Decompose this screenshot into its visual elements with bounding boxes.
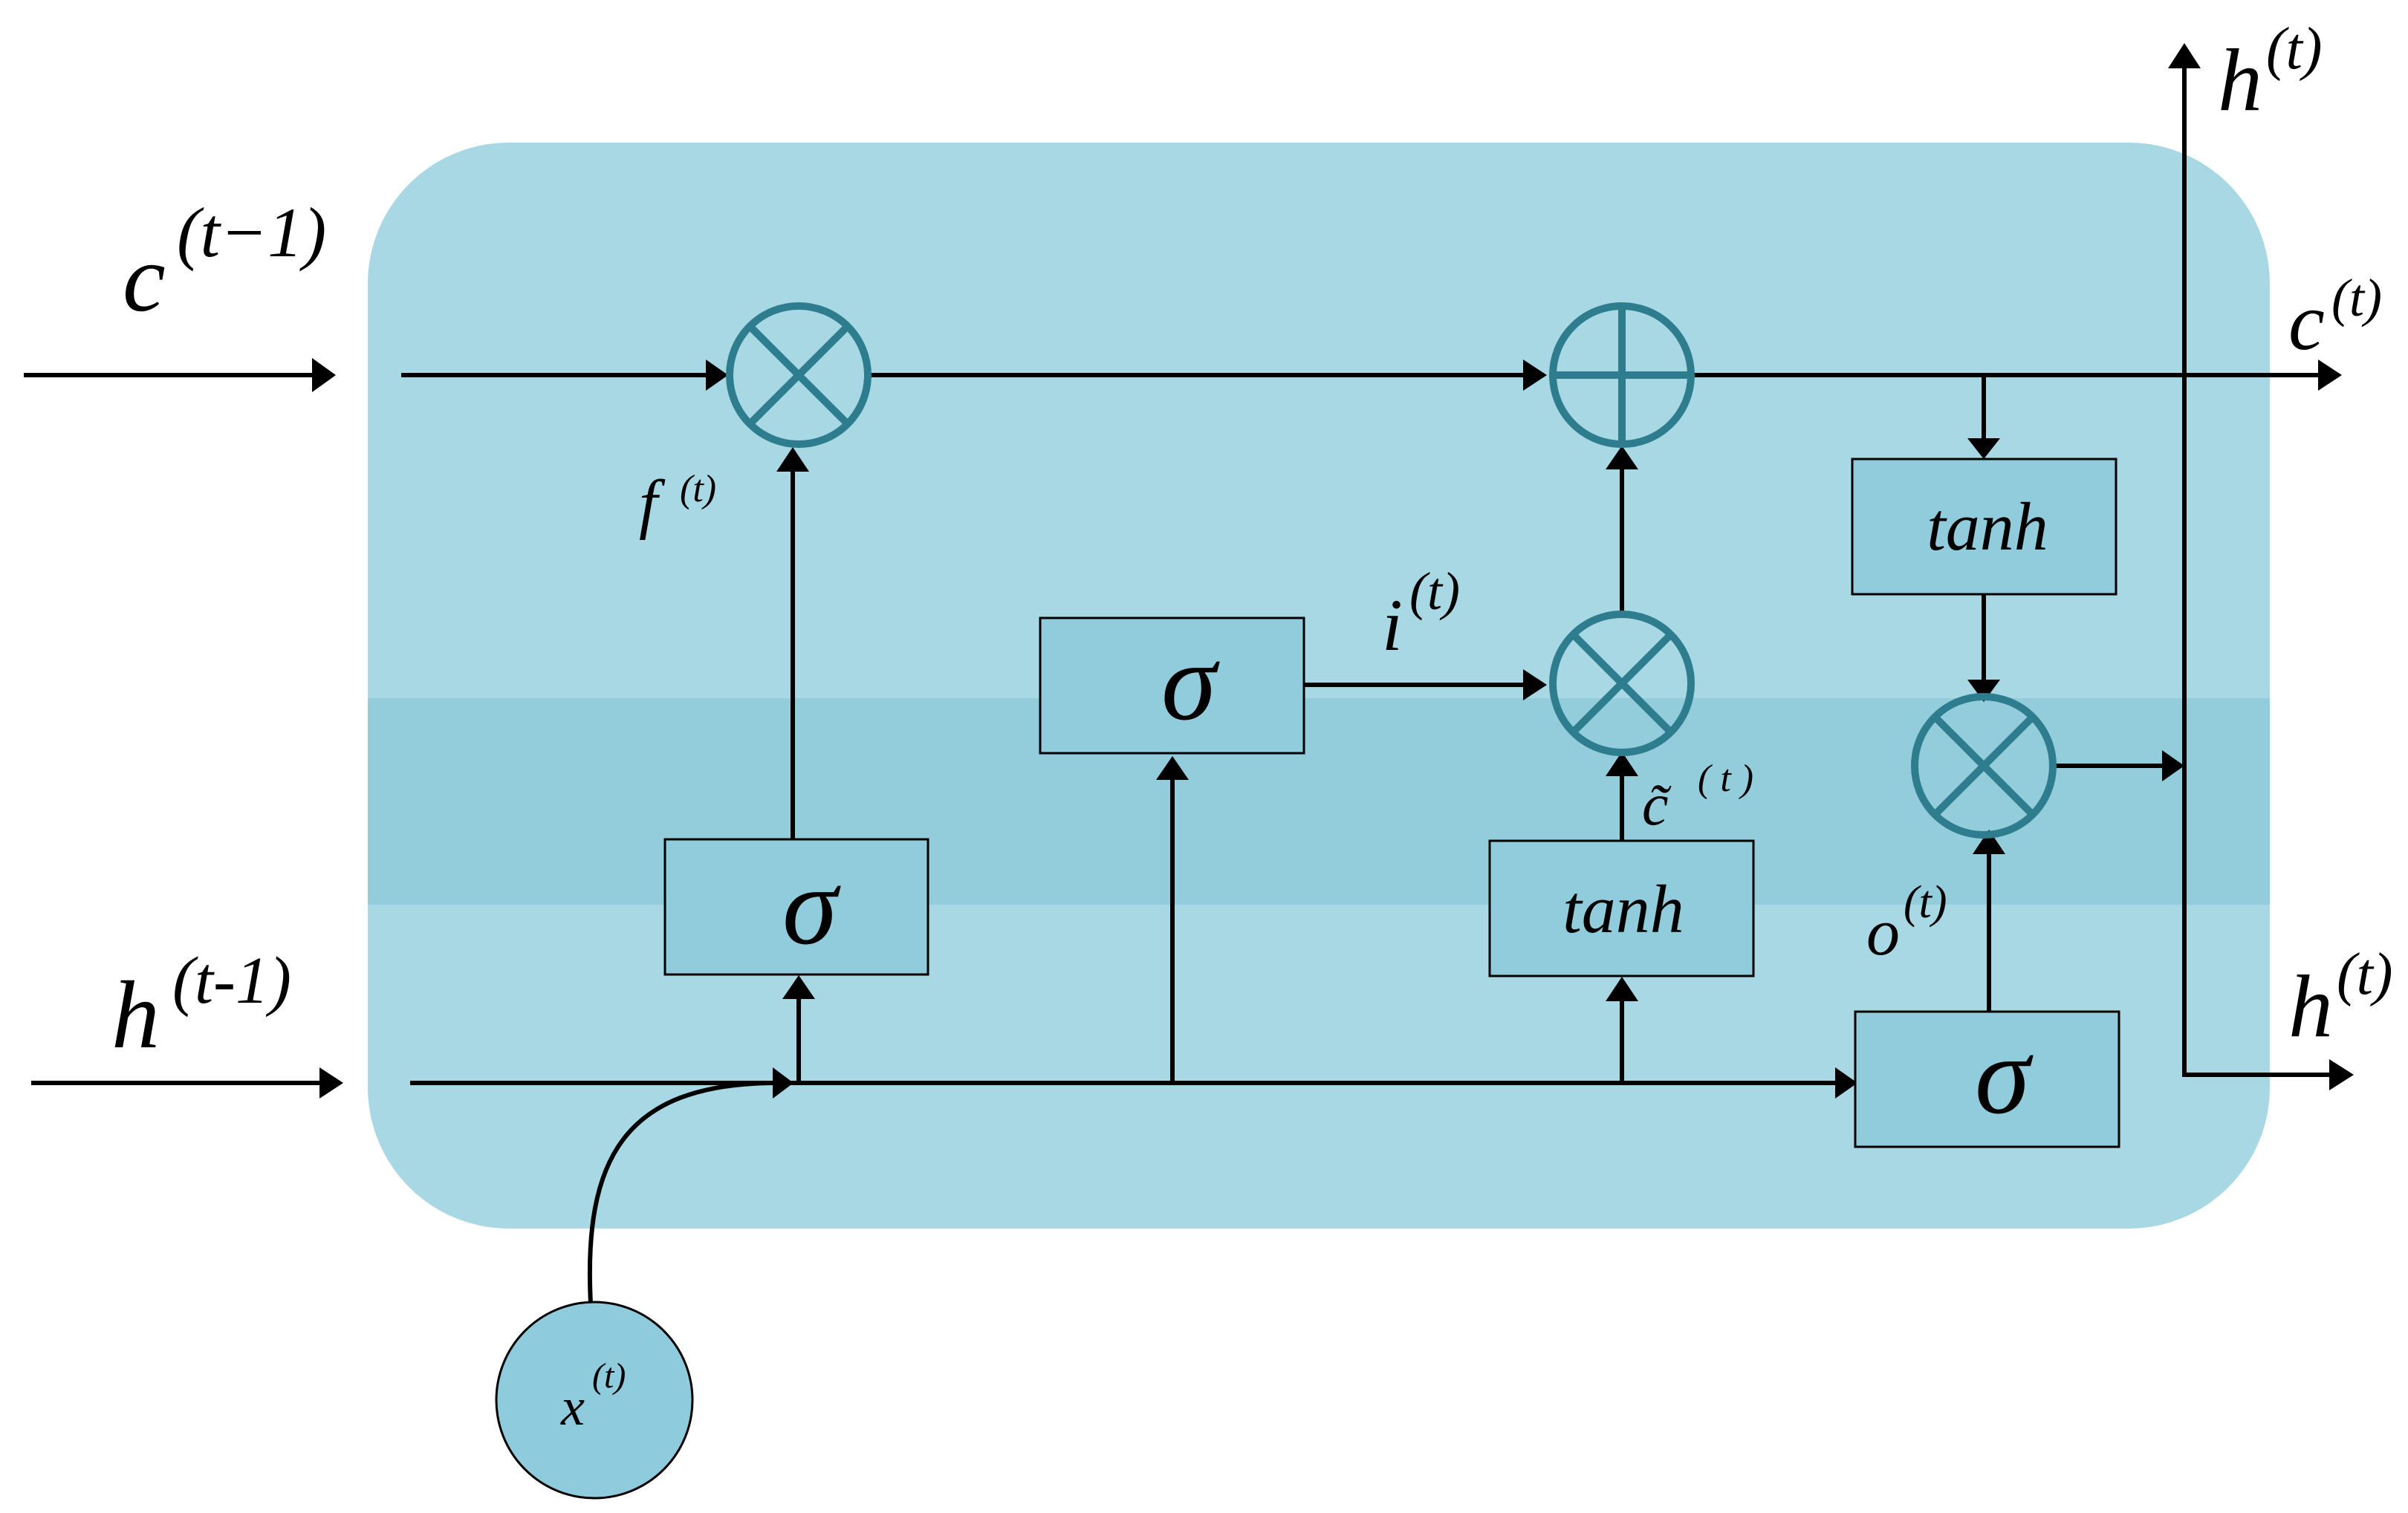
h-top-base: h — [2218, 30, 2262, 129]
c-out-sup: (t) — [2331, 268, 2382, 328]
label-h-prev: h (t-1) — [111, 944, 291, 1069]
input-multiply-operator — [1549, 611, 1695, 756]
label-output-gate: o (t) — [1866, 877, 1947, 969]
c-prev-base: c — [123, 225, 166, 332]
h-top-sup: (t) — [2266, 16, 2323, 82]
cell-band — [368, 698, 2270, 905]
gate-output-sigma: σ — [1854, 1010, 2120, 1148]
label-h-out-right: h (t) — [2288, 942, 2393, 1055]
x-label-sup: (t) — [592, 1356, 626, 1396]
candidate-tanh-label: tanh — [1562, 871, 1684, 947]
ctilde-base: c̃ — [1642, 772, 1672, 838]
o-sup: (t) — [1904, 877, 1947, 928]
wires — [24, 43, 2354, 1304]
c-out-base: c — [2288, 276, 2325, 367]
h-prev-sup: (t-1) — [172, 944, 291, 1018]
multiply-icon — [726, 302, 872, 448]
i-base: i — [1382, 584, 1403, 666]
gate-candidate-tanh: tanh — [1488, 839, 1755, 977]
label-input-gate: i (t) — [1382, 562, 1460, 666]
cell-add-operator — [1549, 302, 1695, 448]
forget-sigma-label: σ — [782, 845, 841, 968]
label-c-prev: c (t−1) — [123, 193, 326, 332]
label-h-out-top: h (t) — [2218, 16, 2323, 129]
label-c-out: c (t) — [2288, 268, 2382, 367]
input-sigma-label: σ — [1161, 620, 1220, 744]
gate-cell-tanh: tanh — [1851, 458, 2117, 596]
o-base: o — [1866, 896, 1900, 969]
x-label-base: x — [560, 1377, 585, 1436]
input-node-x: x (t) — [495, 1301, 694, 1500]
label-candidate: c̃ ( t ) — [1642, 758, 1753, 838]
gate-forget-sigma: σ — [663, 838, 929, 976]
gate-input-sigma: σ — [1039, 616, 1305, 755]
ctilde-sup: ( t ) — [1698, 758, 1753, 800]
forget-multiply-operator — [726, 302, 872, 448]
cell-tanh-label: tanh — [1927, 489, 2048, 564]
output-multiply-operator — [1911, 693, 2057, 839]
h-prev-base: h — [111, 962, 160, 1069]
c-prev-sup: (t−1) — [177, 193, 326, 272]
multiply-icon — [1911, 693, 2057, 839]
multiply-icon — [1549, 611, 1695, 756]
output-sigma-label: σ — [1975, 1014, 2034, 1137]
i-sup: (t) — [1409, 562, 1460, 621]
h-right-sup: (t) — [2337, 942, 2393, 1007]
h-right-base: h — [2288, 957, 2333, 1055]
add-icon — [1549, 302, 1695, 448]
f-sup: (t) — [680, 468, 716, 510]
